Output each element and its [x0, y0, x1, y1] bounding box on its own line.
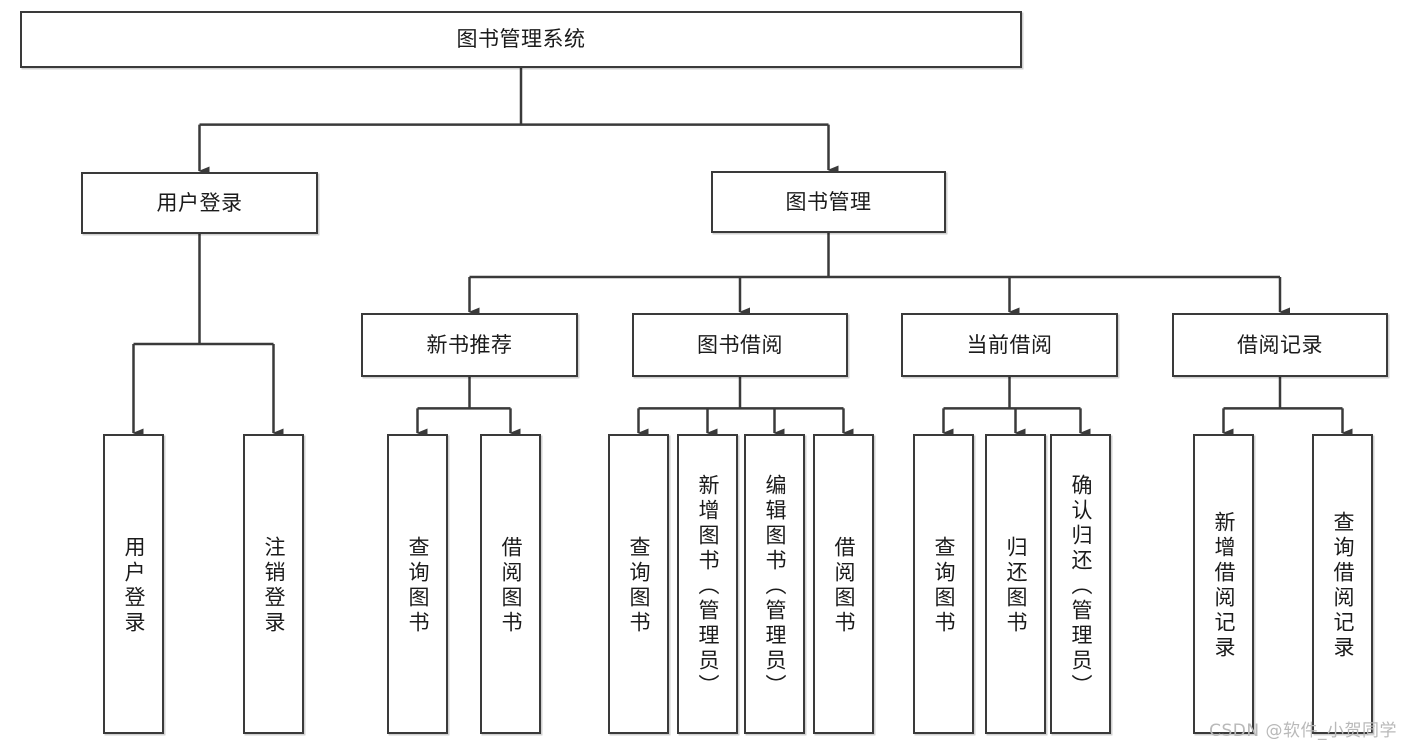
node-label-book-borrow: 图书借阅 [697, 332, 783, 357]
node-label-borrow-record: 借阅记录 [1237, 332, 1323, 357]
node-leaf-user-login[interactable]: 用户登录 [103, 434, 164, 734]
node-leaf-confirm-return[interactable]: 确认归还（管理员） [1050, 434, 1111, 734]
node-leaf-borrow-book[interactable]: 借阅图书 [813, 434, 874, 734]
node-label-root: 图书管理系统 [456, 27, 586, 52]
node-new-book-rec[interactable]: 新书推荐 [361, 313, 578, 377]
node-leaf-query-book-borrow[interactable]: 查询图书 [608, 434, 669, 734]
node-leaf-return-book[interactable]: 归还图书 [985, 434, 1046, 734]
node-label-book-manage: 图书管理 [785, 189, 872, 214]
node-label-leaf-borrow-book: 借阅图书 [832, 536, 856, 636]
node-book-borrow[interactable]: 图书借阅 [632, 313, 848, 377]
node-leaf-query-book-cur[interactable]: 查询图书 [913, 434, 974, 734]
node-leaf-query-borrow-record[interactable]: 查询借阅记录 [1312, 434, 1373, 734]
edge-group [132, 68, 1353, 438]
node-label-leaf-add-book: 新增图书（管理员） [696, 473, 720, 699]
node-leaf-query-book-rec[interactable]: 查询图书 [387, 434, 448, 734]
node-root[interactable]: 图书管理系统 [20, 11, 1022, 68]
node-label-leaf-confirm-return: 确认归还（管理员） [1069, 473, 1093, 699]
node-label-leaf-query-book-borrow: 查询图书 [627, 536, 651, 636]
node-label-leaf-edit-book: 编辑图书（管理员） [763, 473, 787, 699]
node-borrow-record[interactable]: 借阅记录 [1172, 313, 1388, 377]
node-label-leaf-query-borrow-record: 查询借阅记录 [1331, 511, 1355, 661]
node-label-leaf-query-book-cur: 查询图书 [932, 536, 956, 636]
node-current-borrow[interactable]: 当前借阅 [901, 313, 1118, 377]
node-label-leaf-user-login: 用户登录 [122, 536, 146, 636]
node-label-leaf-add-borrow-record: 新增借阅记录 [1212, 511, 1236, 661]
node-user-login[interactable]: 用户登录 [81, 172, 318, 234]
node-label-leaf-return-book: 归还图书 [1004, 536, 1028, 636]
node-book-manage[interactable]: 图书管理 [711, 171, 946, 233]
node-label-user-login: 用户登录 [156, 190, 243, 215]
node-leaf-add-book[interactable]: 新增图书（管理员） [677, 434, 738, 734]
node-label-leaf-borrow-book-rec: 借阅图书 [499, 536, 523, 636]
node-label-leaf-query-book-rec: 查询图书 [406, 536, 430, 636]
node-label-current-borrow: 当前借阅 [966, 332, 1053, 357]
csdn-watermark: CSDN @软件_小贺同学 [1209, 721, 1397, 741]
node-leaf-add-borrow-record[interactable]: 新增借阅记录 [1193, 434, 1254, 734]
node-label-leaf-user-logout: 注销登录 [262, 536, 286, 636]
node-label-new-book-rec: 新书推荐 [426, 332, 513, 357]
node-leaf-edit-book[interactable]: 编辑图书（管理员） [744, 434, 805, 734]
node-leaf-user-logout[interactable]: 注销登录 [243, 434, 304, 734]
node-leaf-borrow-book-rec[interactable]: 借阅图书 [480, 434, 541, 734]
